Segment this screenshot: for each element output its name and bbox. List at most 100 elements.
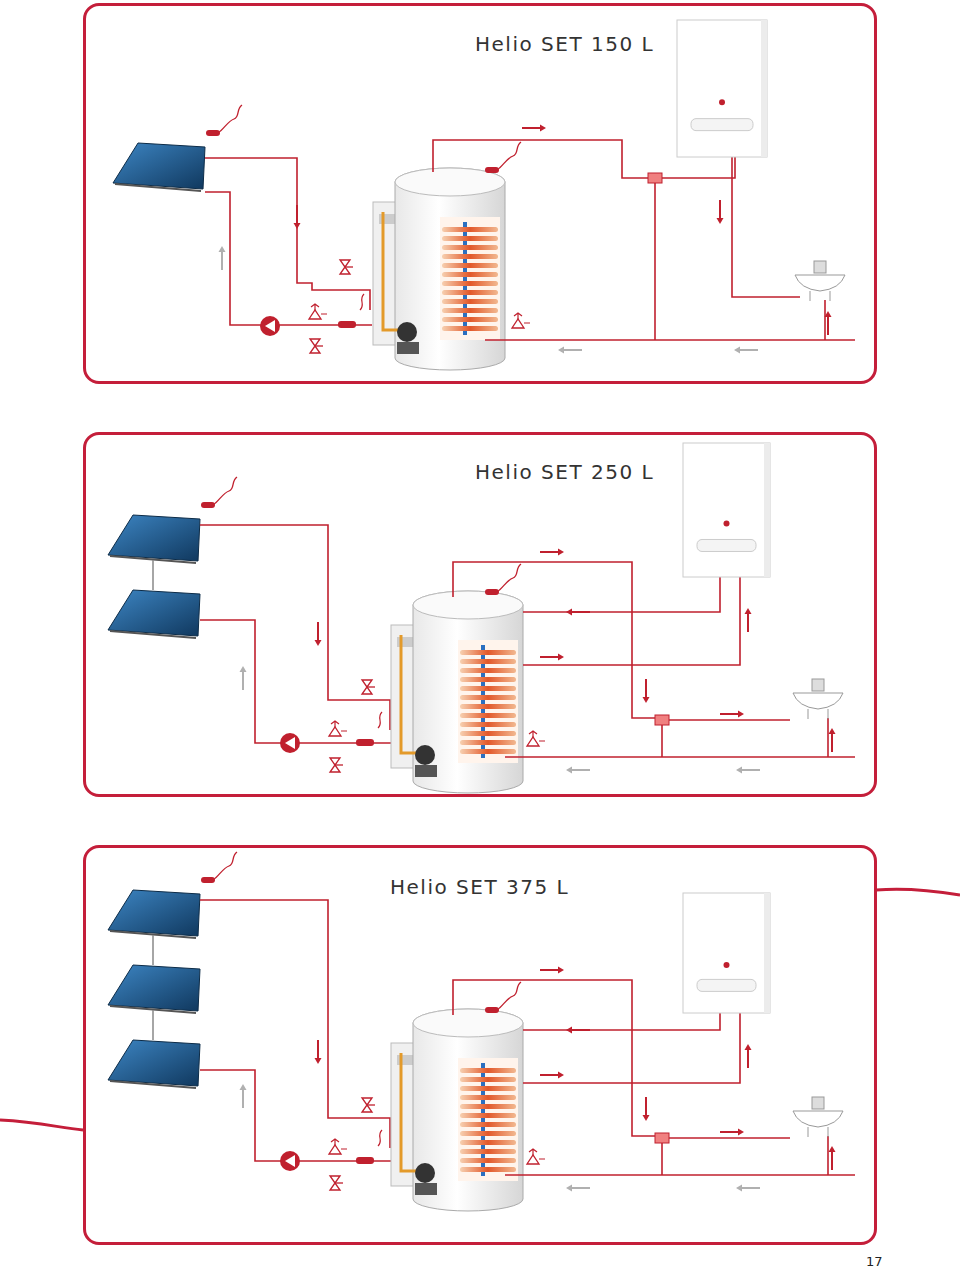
pipe bbox=[200, 620, 392, 743]
mixing-valve bbox=[648, 173, 662, 183]
flow-arrow-head bbox=[558, 654, 564, 661]
boiler-side bbox=[764, 443, 770, 577]
solar-line bbox=[401, 1053, 426, 1171]
flow-arrow-head bbox=[566, 609, 572, 616]
storage-tank bbox=[413, 591, 523, 793]
flow-arrow-head bbox=[315, 1058, 322, 1064]
solar-collector bbox=[113, 143, 205, 189]
pipe bbox=[661, 725, 663, 757]
sensor bbox=[356, 739, 374, 746]
pipe bbox=[505, 1174, 855, 1176]
safety-valve-spring bbox=[311, 304, 327, 314]
flow-arrow bbox=[540, 656, 558, 658]
safety-valve-spring bbox=[331, 721, 347, 731]
flow-arrow bbox=[540, 551, 558, 553]
safety-valve bbox=[527, 1155, 539, 1164]
pipe bbox=[453, 562, 656, 718]
valve-stem bbox=[315, 345, 323, 346]
flow-arrow bbox=[564, 349, 582, 351]
coil-winding bbox=[460, 704, 516, 709]
tap bbox=[814, 261, 826, 273]
coil-winding bbox=[460, 1095, 516, 1100]
sensor-cable bbox=[378, 1130, 382, 1146]
pipe bbox=[661, 1143, 663, 1175]
flow-arrow bbox=[242, 1090, 244, 1108]
flow-arrow-head bbox=[540, 125, 546, 132]
flow-arrow-head bbox=[294, 223, 301, 229]
flow-arrow bbox=[720, 1131, 738, 1133]
tank-lid bbox=[413, 591, 523, 619]
coil-winding bbox=[442, 326, 498, 331]
solar-collector bbox=[108, 590, 200, 636]
tank-cutaway bbox=[458, 1058, 518, 1181]
sensor-cable bbox=[218, 105, 242, 133]
tank-cutaway bbox=[440, 217, 500, 340]
sink bbox=[793, 693, 843, 709]
pump-unit-base bbox=[415, 1183, 437, 1195]
boiler-logo bbox=[724, 962, 730, 968]
flow-arrow-head bbox=[829, 1146, 836, 1152]
flow-arrow-head bbox=[825, 311, 832, 317]
safety-valve bbox=[329, 727, 341, 736]
solar-collector bbox=[108, 890, 200, 936]
panel-title: Helio SET 375 L bbox=[386, 875, 573, 899]
sink-drain bbox=[808, 1127, 828, 1137]
flow-arrow-head bbox=[736, 767, 742, 774]
pipe bbox=[669, 719, 790, 721]
pipe bbox=[485, 339, 855, 341]
coil-winding bbox=[460, 731, 516, 736]
mixing-valve bbox=[655, 1133, 669, 1143]
pipe bbox=[827, 1136, 829, 1175]
flow-arrow bbox=[645, 1097, 647, 1115]
pipe bbox=[200, 525, 390, 730]
flow-arrow-head bbox=[566, 767, 572, 774]
coil-winding bbox=[442, 317, 498, 322]
sink-drain bbox=[808, 709, 828, 719]
pump-unit bbox=[415, 745, 435, 765]
coil-winding bbox=[460, 1122, 516, 1127]
safety-valve-spring bbox=[331, 1139, 347, 1149]
coil-winding bbox=[460, 1068, 516, 1073]
collector-link bbox=[152, 935, 154, 965]
panel-title: Helio SET 150 L bbox=[471, 32, 658, 56]
control-display bbox=[379, 214, 395, 224]
coil-winding bbox=[460, 650, 516, 655]
sensor bbox=[485, 1007, 499, 1013]
coil-winding bbox=[460, 686, 516, 691]
safety-valve-spring bbox=[514, 313, 530, 323]
flow-arrow bbox=[747, 614, 749, 632]
coil-winding bbox=[460, 1158, 516, 1163]
collector-frame bbox=[115, 184, 201, 191]
flow-arrow bbox=[747, 1050, 749, 1068]
boiler-side bbox=[764, 893, 770, 1013]
pump-symbol bbox=[285, 737, 295, 749]
boiler-panel bbox=[697, 539, 756, 551]
pump-symbol bbox=[285, 1155, 295, 1167]
panel-title: Helio SET 250 L bbox=[471, 460, 658, 484]
coil-winding bbox=[460, 713, 516, 718]
safety-valve-spring bbox=[529, 1149, 545, 1159]
coil-winding bbox=[460, 1086, 516, 1091]
flow-arrow bbox=[572, 769, 590, 771]
pipe bbox=[523, 1013, 740, 1083]
sensor-cable bbox=[497, 142, 521, 170]
flow-arrow-head bbox=[829, 728, 836, 734]
flow-arrow bbox=[221, 252, 223, 270]
pump-unit bbox=[415, 1163, 435, 1183]
panel-frame: Helio SET 375 L bbox=[83, 845, 877, 1245]
coil-winding bbox=[460, 1131, 516, 1136]
coil-winding bbox=[460, 677, 516, 682]
coil-winding bbox=[460, 1077, 516, 1082]
flow-arrow bbox=[540, 1074, 558, 1076]
flow-arrow bbox=[296, 205, 298, 223]
pipe bbox=[205, 192, 372, 325]
sensor-cable bbox=[497, 564, 521, 592]
pipe bbox=[523, 577, 720, 612]
safety-valve bbox=[329, 1145, 341, 1154]
coil-winding bbox=[460, 695, 516, 700]
flow-arrow bbox=[742, 769, 760, 771]
boiler bbox=[683, 443, 770, 577]
sensor bbox=[206, 130, 220, 136]
coil-winding bbox=[460, 722, 516, 727]
